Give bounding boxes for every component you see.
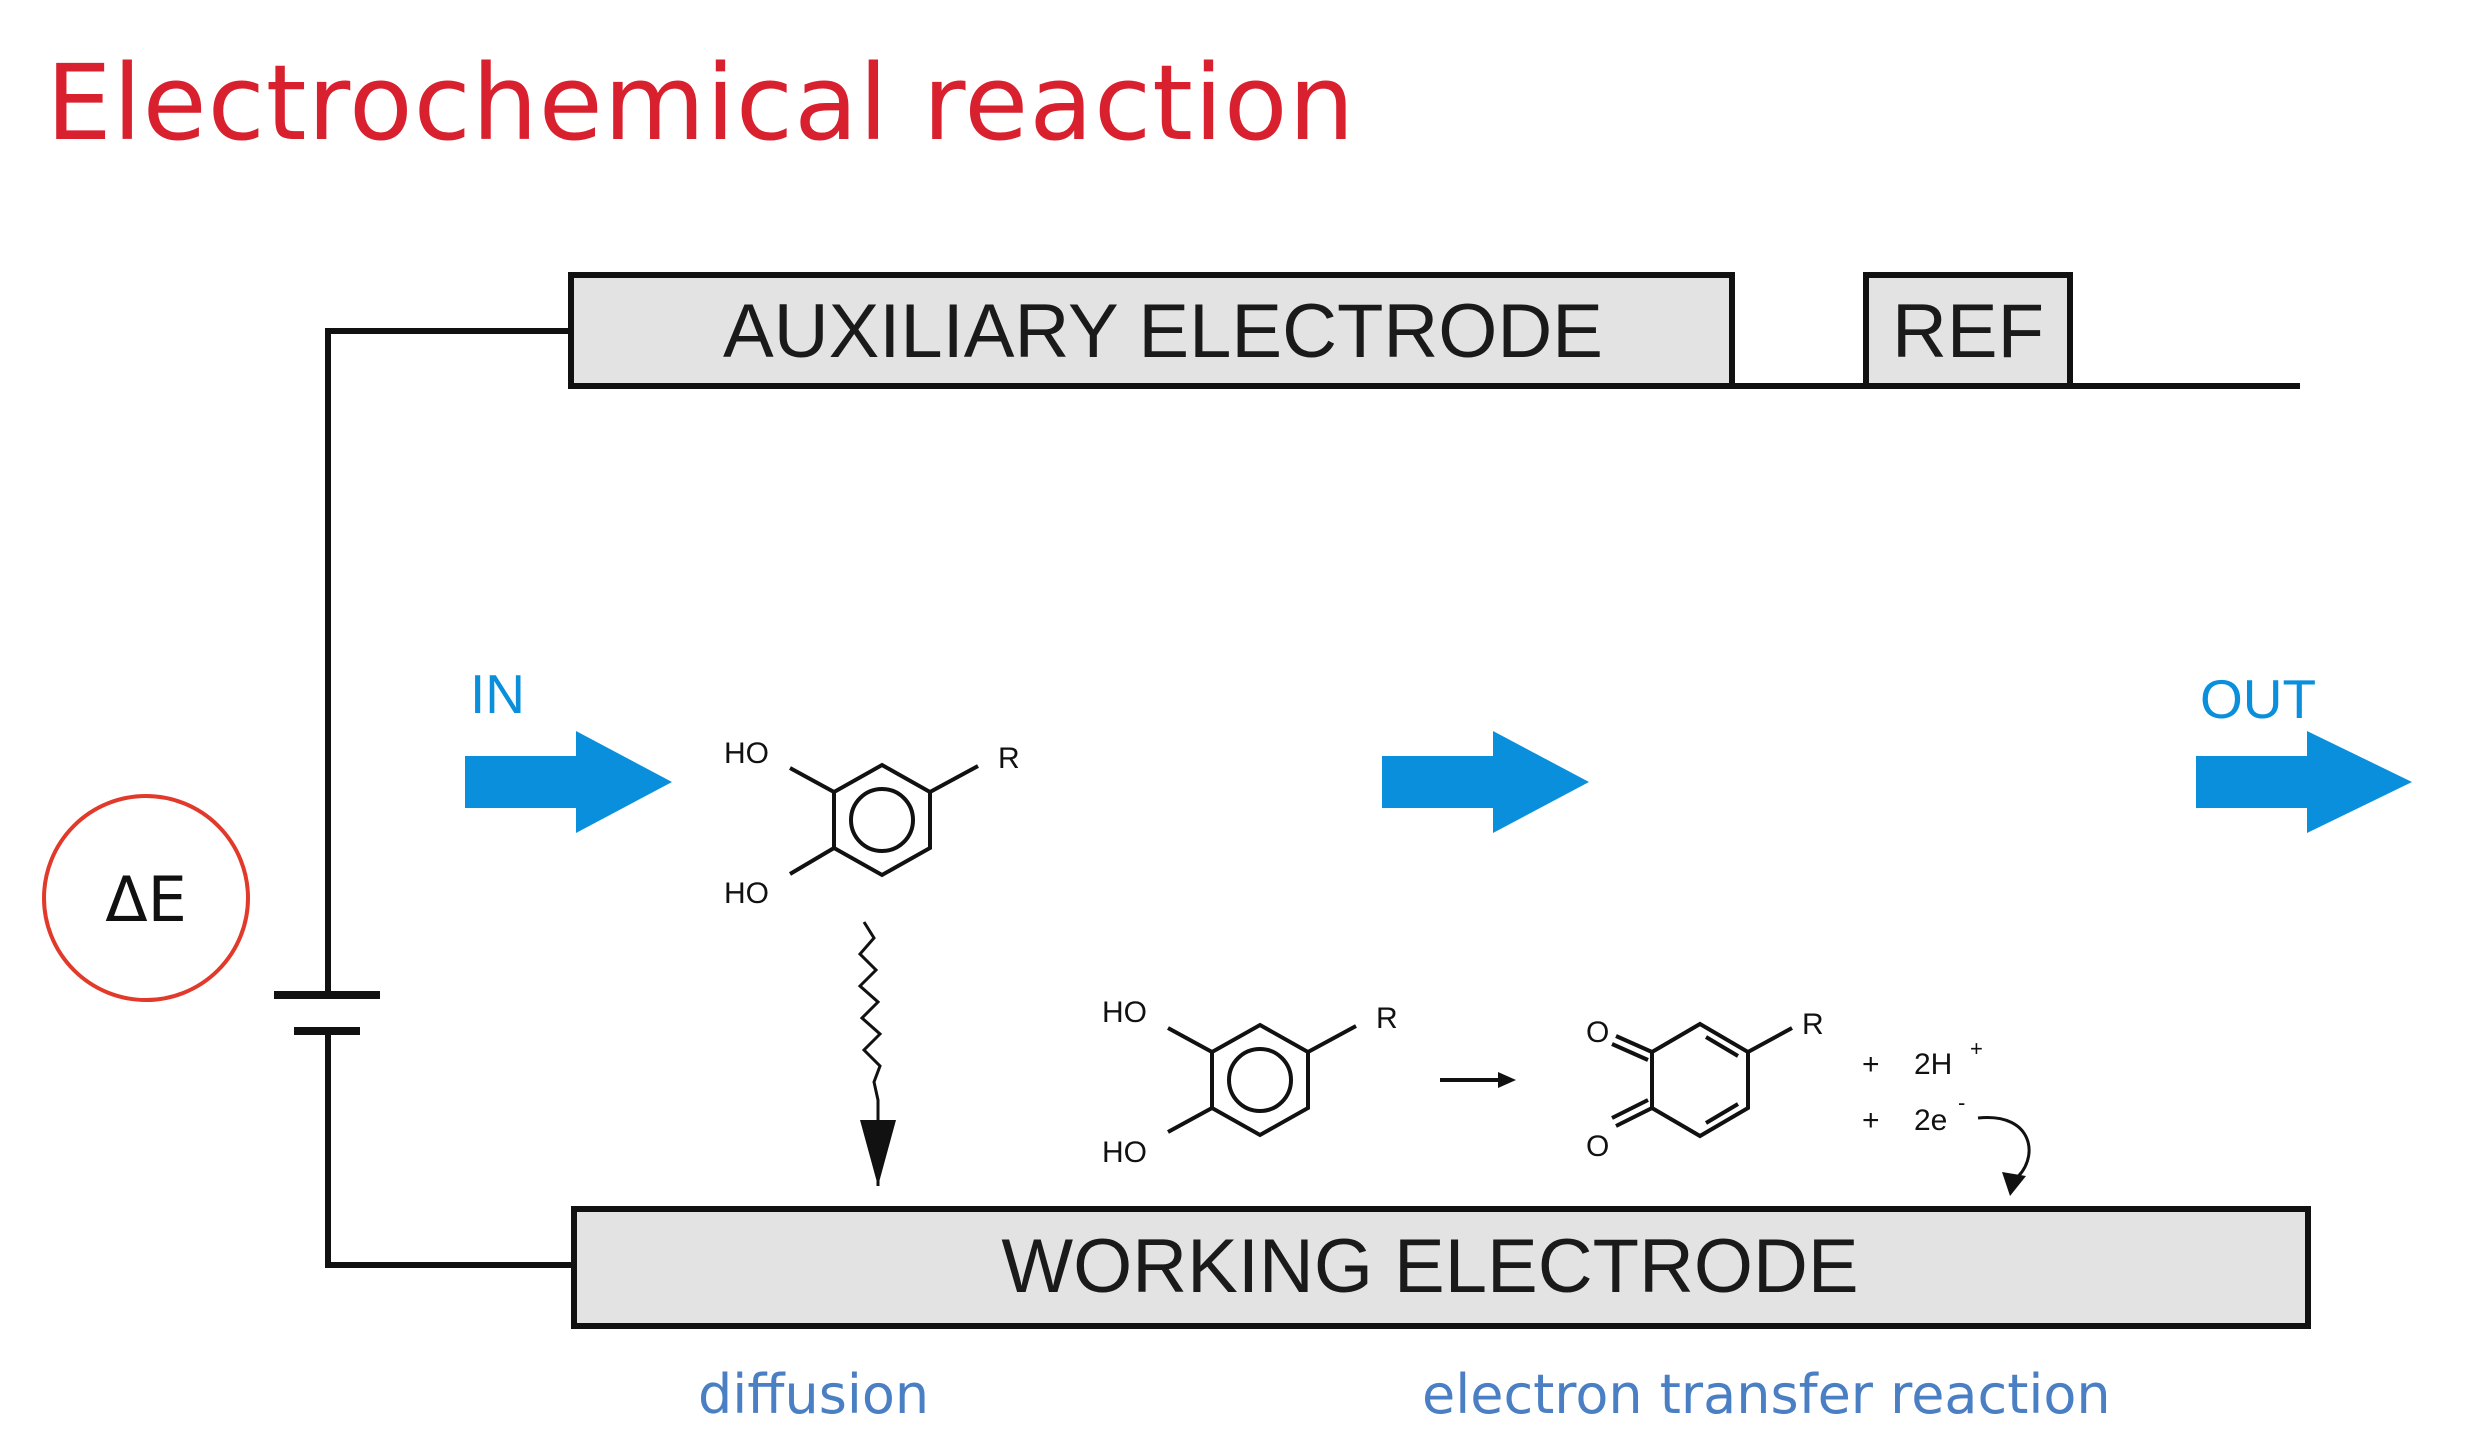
catechol-molecule-lower: HO HO R (1102, 996, 1398, 1169)
hydroxyl-label: HO (724, 877, 769, 910)
potential-ring (42, 794, 250, 1002)
outlet-arrow (2196, 731, 2412, 833)
diffusion-arrow (857, 921, 896, 1186)
potential-indicator: ΔE (42, 794, 250, 1002)
outlet-label: OUT (2200, 668, 2316, 730)
plus-sign: + (1862, 1104, 1880, 1137)
reaction-byproducts: + 2H + + 2e - (1862, 1036, 2031, 1196)
hydroxyl-label: HO (724, 737, 769, 770)
electron-transfer-caption: electron transfer reaction (1422, 1363, 2111, 1426)
battery-symbol (274, 991, 380, 1035)
circuit-wiring (325, 328, 2300, 1268)
hydroxyl-label: HO (1102, 1136, 1147, 1169)
potential-label: ΔE (105, 863, 187, 936)
substituent-label: R (1802, 1008, 1824, 1041)
mid-flow-arrow (1382, 731, 1589, 833)
reference-electrode: REF (1863, 272, 2073, 389)
electron-transfer-arrow (1977, 1116, 2031, 1182)
reaction-arrow (1440, 1072, 1516, 1088)
reference-electrode-label: REF (1892, 289, 2044, 374)
protons-label: 2H (1914, 1048, 1952, 1081)
diffusion-caption: diffusion (698, 1363, 929, 1426)
page-title: Electrochemical reaction (46, 42, 1356, 164)
substituent-label: R (998, 742, 1020, 775)
auxiliary-electrode-label: AUXILIARY ELECTRODE (723, 289, 1603, 374)
auxiliary-electrode: AUXILIARY ELECTRODE (568, 272, 1735, 389)
inlet-arrow (465, 731, 672, 833)
quinone-molecule (1611, 1021, 1793, 1139)
plus-sign: + (1862, 1048, 1880, 1081)
catechol-molecule-upper: HO HO R (724, 737, 1020, 910)
substituent-label: R (1376, 1002, 1398, 1035)
working-electrode-label: WORKING ELECTRODE (1001, 1224, 1858, 1309)
protons-charge: + (1970, 1036, 1983, 1061)
inlet-label: IN (470, 663, 525, 725)
working-electrode: WORKING ELECTRODE (571, 1206, 2311, 1329)
oxo-label: O (1586, 1016, 1609, 1049)
electrons-charge: - (1958, 1090, 1965, 1115)
electrons-label: 2e (1914, 1104, 1947, 1137)
hydroxyl-label: HO (1102, 996, 1147, 1029)
oxo-label: O (1586, 1130, 1609, 1163)
